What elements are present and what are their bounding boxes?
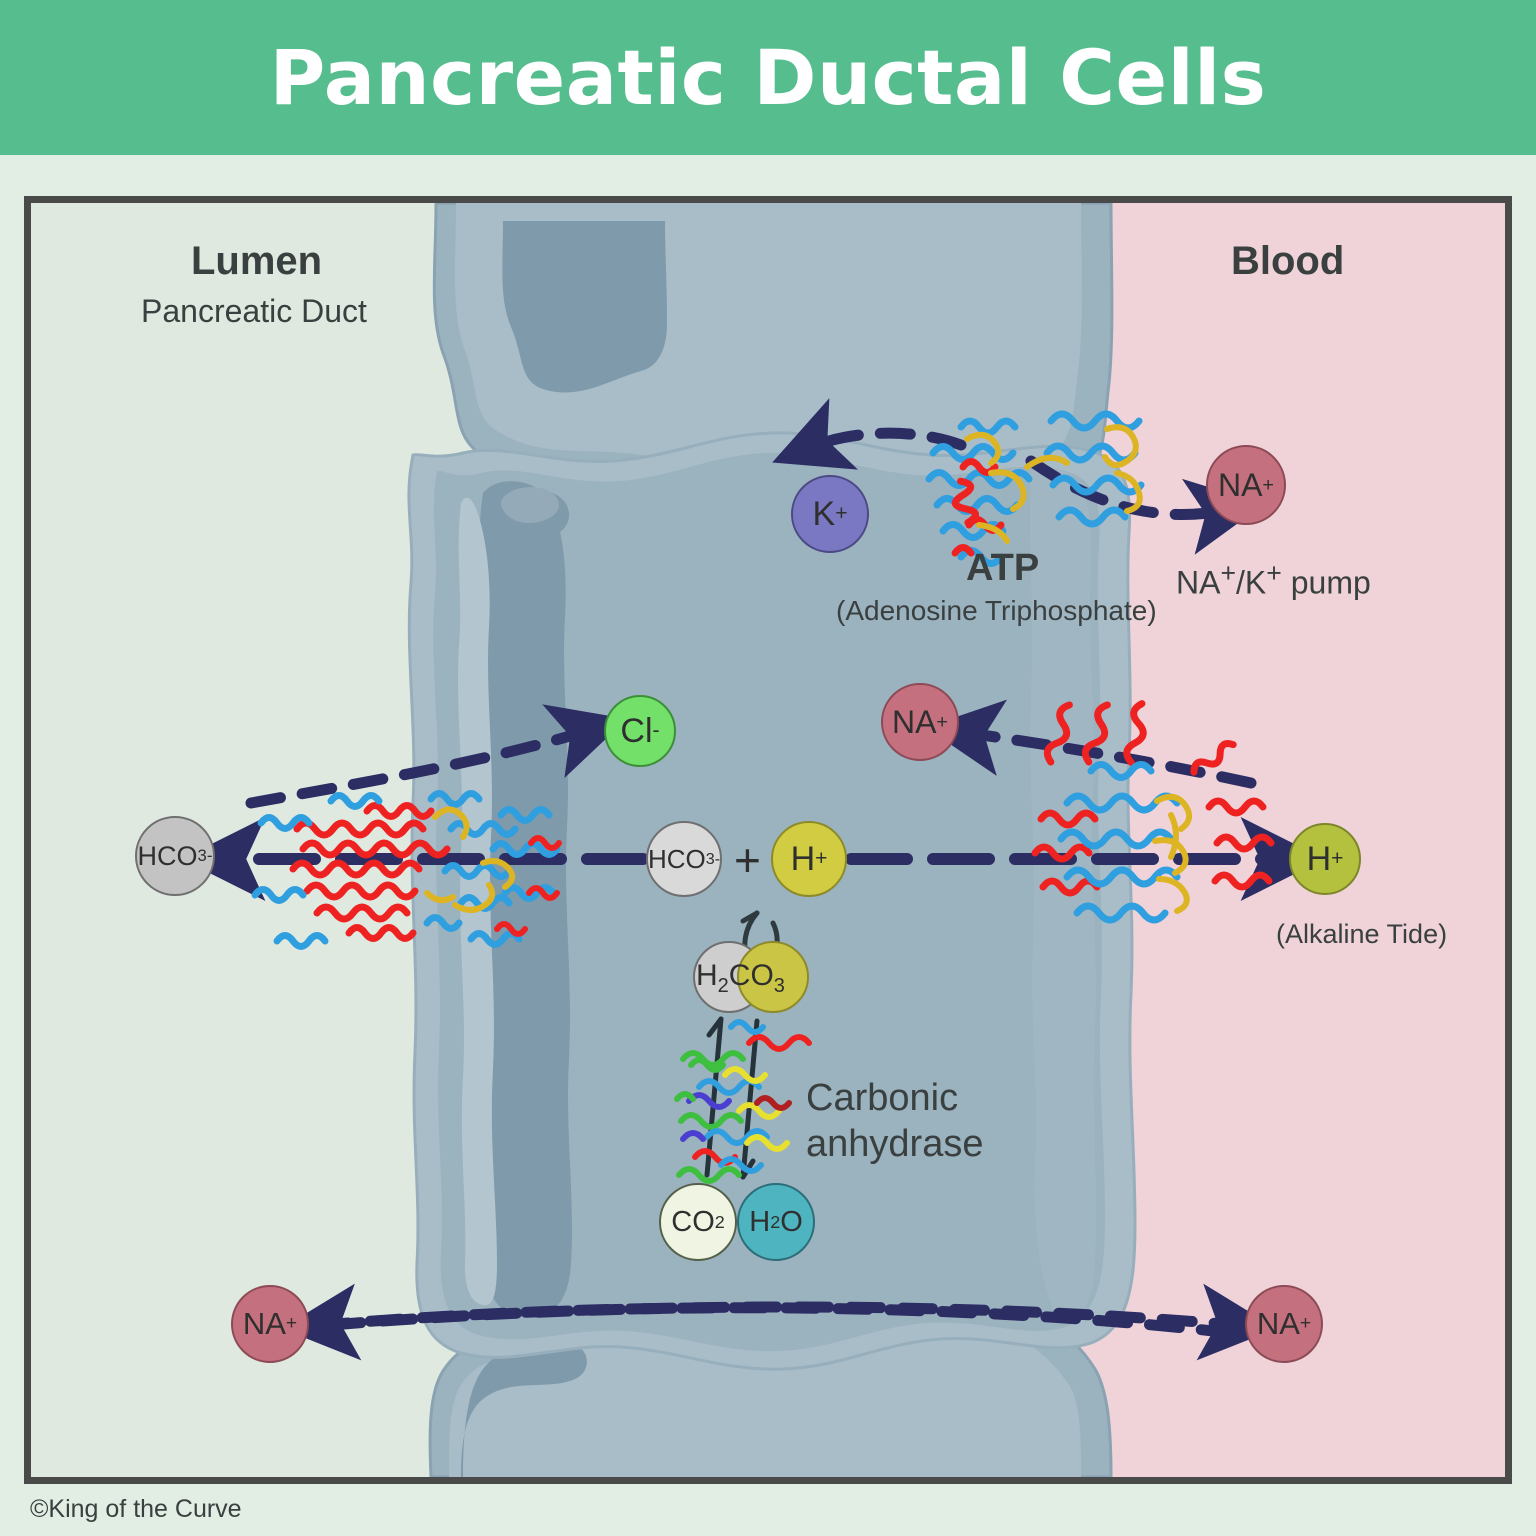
molecule-k-plus: K+ xyxy=(791,475,869,553)
molecule-h-plus-blood: H+ xyxy=(1289,823,1361,895)
carbonic-anhydrase-line1: Carbonic xyxy=(806,1077,959,1119)
na-k-atpase-pump-protein xyxy=(925,410,1145,567)
page-title: Pancreatic Ductal Cells xyxy=(269,33,1267,122)
arrow-na-efflux xyxy=(1025,455,1265,555)
apical-anion-exchanger-protein xyxy=(251,790,562,950)
atp-label: ATP xyxy=(966,547,1040,589)
arrow-na-paracellular-right xyxy=(325,1283,1277,1361)
title-banner: Pancreatic Ductal Cells xyxy=(0,0,1536,155)
arrow-k-influx xyxy=(772,398,967,470)
diagram-canvas: Lumen Pancreatic Duct Blood ATP (Adenosi… xyxy=(31,203,1505,1477)
molecule-h2co3-label: H2CO3 xyxy=(696,959,785,997)
pancreatic-ductal-cell xyxy=(407,431,1137,1371)
cell-scene xyxy=(181,203,1325,1477)
copyright-notice: ©King of the Curve xyxy=(30,1495,242,1523)
lumen-label: Lumen xyxy=(191,239,323,283)
diagram-frame: Lumen Pancreatic Duct Blood ATP (Adenosi… xyxy=(24,196,1512,1484)
top-neighbor-cell xyxy=(432,203,1114,523)
molecule-h-plus-cytoplasm: H+ xyxy=(771,821,847,897)
molecule-na-plus-cytoplasm: NA+ xyxy=(881,683,959,761)
atp-full-name-label: (Adenosine Triphosphate) xyxy=(836,595,1157,626)
molecule-h2co3-right-half xyxy=(737,941,809,1013)
arrow-cl-influx xyxy=(245,704,628,809)
molecule-na-plus-blood-bottom: NA+ xyxy=(1245,1285,1323,1363)
plus-sign: + xyxy=(734,834,761,886)
molecule-cl-minus: Cl- xyxy=(604,695,676,767)
blood-label: Blood xyxy=(1231,239,1345,283)
carbonic-anhydrase-label: Carbonic anhydrase xyxy=(806,1075,983,1167)
lumen-sublabel: Pancreatic Duct xyxy=(141,293,367,329)
carbonic-anhydrase-line2: anhydrase xyxy=(806,1123,984,1165)
carbonic-anhydrase-enzyme xyxy=(674,1019,812,1184)
molecule-na-plus-blood-top: NA+ xyxy=(1206,445,1286,525)
molecule-na-plus-lumen-bottom: NA+ xyxy=(231,1285,309,1363)
na-k-pump-label: NA+/K+ pump xyxy=(1176,558,1371,601)
alkaline-tide-label: (Alkaline Tide) xyxy=(1276,919,1448,949)
basolateral-exchanger-protein xyxy=(1031,700,1275,924)
arrow-na-influx-mid xyxy=(925,699,1257,789)
